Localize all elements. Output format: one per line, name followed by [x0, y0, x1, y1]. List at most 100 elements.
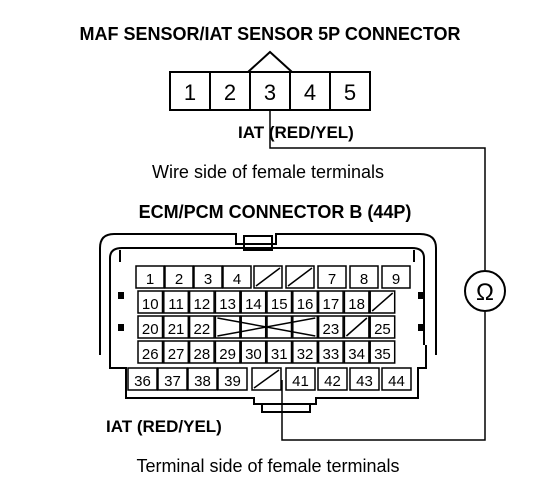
ecm-terminal-cell — [222, 265, 252, 289]
ecm-terminal-cell — [163, 340, 190, 364]
ecm-terminal-cell — [381, 265, 411, 289]
ecm-terminal-label: 34 — [348, 346, 365, 363]
ecm-terminal-label: 35 — [374, 346, 391, 363]
ecm-terminal-cell — [317, 367, 348, 391]
ecm-terminal-label: 41 — [292, 373, 309, 390]
maf-pin-label: 4 — [304, 80, 316, 105]
ecm-blank-cavity-mark — [345, 317, 368, 337]
ecm-terminal-cell — [187, 367, 218, 391]
ecm-terminal-label: 31 — [271, 346, 288, 363]
ecm-terminal-label: 36 — [134, 373, 151, 390]
ecm-terminal-cell — [135, 265, 165, 289]
ecm-terminal-cell — [157, 367, 188, 391]
ecm-terminal-label: 23 — [323, 321, 340, 338]
maf-pin-label: 5 — [344, 80, 356, 105]
ecm-terminal-cell — [193, 265, 223, 289]
ecm-terminal-cell — [240, 315, 267, 339]
ecm-terminal-label: 32 — [297, 346, 314, 363]
ecm-terminal-label: 12 — [194, 296, 211, 313]
ecm-terminal-cell — [214, 340, 241, 364]
ecm-terminal-cell — [266, 340, 293, 364]
ecm-terminal-cell — [266, 315, 293, 339]
ecm-blank-cavity-mark — [217, 317, 316, 337]
test-lead-lower — [281, 312, 486, 441]
ohmmeter-symbol: Ω — [476, 279, 494, 306]
ecm-terminal-label: 18 — [348, 296, 365, 313]
maf-pin-label: 1 — [184, 80, 196, 105]
ecm-terminal-cell — [317, 315, 344, 339]
terminal-side-caption: Terminal side of female terminals — [136, 456, 399, 476]
ecm-terminal-cell — [217, 367, 248, 391]
ecm-terminal-cell — [369, 315, 396, 339]
iat-label-top: IAT (RED/YEL) — [238, 123, 354, 142]
ecm-terminal-cell — [381, 367, 412, 391]
ecm-key-mark — [418, 324, 424, 331]
ecm-terminal-cell — [163, 290, 190, 314]
ecm-terminal-label: 44 — [388, 373, 405, 390]
ecm-terminal-label: 15 — [271, 296, 288, 313]
ecm-blank-cavity-mark — [371, 292, 394, 312]
ecm-key-marks — [118, 292, 424, 331]
ecm-terminal-cell — [127, 367, 158, 391]
ecm-lock-tab — [243, 235, 273, 251]
ecm-terminal-cell — [188, 315, 215, 339]
ecm-terminal-cell — [137, 290, 164, 314]
test-lead-upper — [269, 110, 486, 270]
ecm-outer-shell — [99, 233, 437, 355]
ecm-terminal-label: 42 — [324, 373, 341, 390]
ecm-terminal-label: 10 — [142, 296, 159, 313]
ecm-connector-title: ECM/PCM CONNECTOR B (44P) — [139, 202, 412, 222]
ecm-terminal-cell — [343, 290, 370, 314]
ecm-terminal-label: 13 — [219, 296, 236, 313]
ecm-terminal-cell — [343, 340, 370, 364]
maf-connector-lock-tab — [247, 50, 293, 73]
ecm-terminal-cell — [240, 340, 267, 364]
ecm-terminal-label: 26 — [142, 346, 159, 363]
ecm-terminal-cell — [214, 290, 241, 314]
ecm-lower-shell — [109, 345, 427, 405]
ecm-terminal-label: 27 — [168, 346, 185, 363]
ecm-connector-housing — [99, 233, 437, 413]
ecm-terminal-label: 1 — [146, 271, 154, 288]
ecm-key-mark — [118, 324, 124, 331]
ecm-terminal-label: 22 — [194, 321, 211, 338]
ohmmeter-circle — [464, 270, 506, 312]
ecm-terminal-cell — [188, 340, 215, 364]
ecm-key-mark — [418, 292, 424, 299]
ecm-terminal-label: 9 — [392, 271, 400, 288]
ohmmeter-icon: Ω — [464, 270, 506, 312]
ecm-terminal-cell — [266, 290, 293, 314]
ecm-terminal-label: 25 — [374, 321, 391, 338]
maf-connector-title: MAF SENSOR/IAT SENSOR 5P CONNECTOR — [79, 24, 460, 44]
ecm-terminal-label: 29 — [219, 346, 236, 363]
ecm-terminal-cell — [349, 265, 379, 289]
wire-side-caption: Wire side of female terminals — [152, 162, 384, 182]
ecm-blank-cavity-mark — [287, 267, 313, 287]
ecm-terminal-label: 30 — [245, 346, 262, 363]
ecm-terminal-label: 17 — [323, 296, 340, 313]
ecm-terminal-cell — [188, 290, 215, 314]
ecm-terminal-cell — [240, 290, 267, 314]
ecm-terminal-label: 4 — [233, 271, 241, 288]
ecm-terminal-label: 43 — [356, 373, 373, 390]
ecm-terminal-label: 21 — [168, 321, 185, 338]
ecm-terminal-label: 11 — [168, 296, 184, 313]
ecm-terminal-cell — [317, 265, 347, 289]
ecm-terminal-label: 7 — [328, 271, 336, 288]
ecm-terminal-label: 3 — [204, 271, 212, 288]
ecm-terminal-label: 33 — [323, 346, 340, 363]
ecm-terminal-cell — [317, 340, 344, 364]
ecm-terminal-label: 16 — [297, 296, 314, 313]
ecm-inner-shell — [109, 247, 425, 345]
ecm-blank-cavity-mark — [255, 267, 281, 287]
ecm-terminal-cell — [369, 340, 396, 364]
test-leads — [269, 110, 486, 441]
ecm-terminal-label: 8 — [360, 271, 368, 288]
ecm-terminal-label: 38 — [194, 373, 211, 390]
ecm-terminal-label: 39 — [224, 373, 241, 390]
iat-label-bottom: IAT (RED/YEL) — [106, 417, 222, 436]
ecm-terminal-cell — [292, 340, 319, 364]
ecm-bottom-key — [261, 404, 311, 413]
ecm-terminal-cell — [137, 315, 164, 339]
